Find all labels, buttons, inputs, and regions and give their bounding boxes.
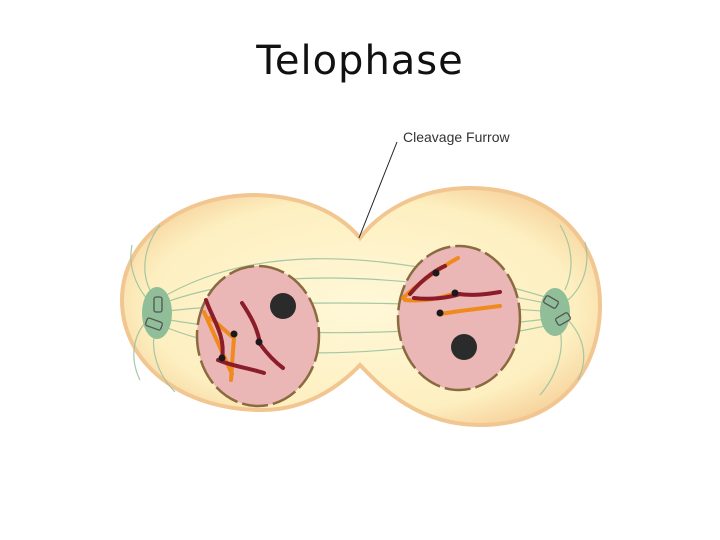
slide-title: Telophase — [256, 38, 464, 84]
right-centrosome — [540, 288, 570, 336]
left-centriole — [153, 296, 163, 313]
right-nucleus — [396, 244, 522, 392]
left-chromosomes — [202, 298, 285, 382]
right-centriole — [543, 295, 559, 309]
left-nucleolus — [270, 293, 296, 319]
right-centriole — [555, 312, 571, 326]
right-nucleolus — [451, 334, 477, 360]
left-centriole — [145, 317, 163, 331]
cleavage-furrow-pointer — [358, 141, 398, 239]
left-nucleus — [195, 264, 321, 408]
left-centrosome — [142, 287, 172, 339]
cleavage-furrow-label: Cleavage Furrow — [403, 129, 510, 145]
cell-membrane — [119, 185, 603, 428]
